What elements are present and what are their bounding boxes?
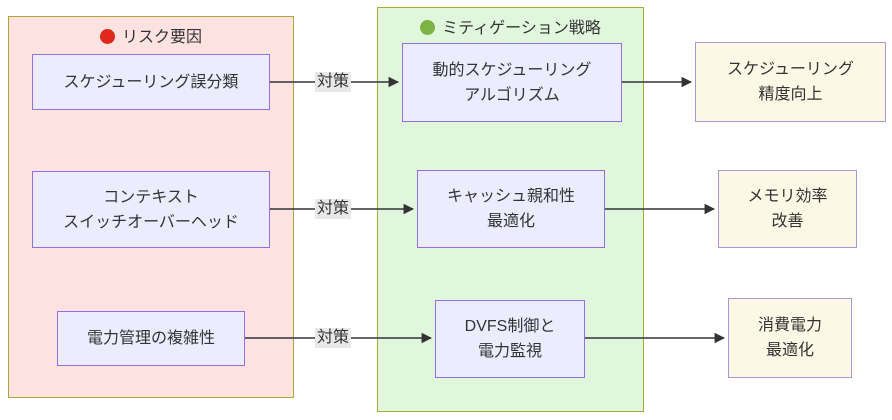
- risk-group-label: リスク要因: [121, 29, 202, 46]
- edge-label-taisaku-2: 対策: [314, 199, 352, 219]
- risk-group-title: リスク要因: [9, 23, 293, 47]
- node-dvfs-control-power-monitoring: DVFS制御と 電力監視: [435, 300, 585, 378]
- node-power-management-complexity: 電力管理の複雑性: [57, 311, 245, 366]
- node-power-consumption-optimization: 消費電力 最適化: [728, 298, 852, 378]
- edge-label-taisaku-3: 対策: [314, 328, 352, 348]
- node-dynamic-scheduling-algorithm: 動的スケジューリング アルゴリズム: [402, 43, 622, 122]
- mitigation-group-label: ミティゲーション戦略: [442, 20, 601, 37]
- node-cache-affinity-optimization: キャッシュ親和性 最適化: [417, 170, 605, 248]
- node-context-switch-overhead: コンテキスト スイッチオーバーヘッド: [32, 171, 270, 248]
- node-memory-efficiency-improvement: メモリ効率 改善: [718, 170, 857, 248]
- node-scheduling-accuracy-improvement: スケジューリング 精度向上: [695, 42, 886, 122]
- mitigation-group-title: ミティゲーション戦略: [378, 14, 643, 38]
- edge-label-taisaku-1: 対策: [314, 72, 352, 92]
- red-dot-icon: [99, 29, 115, 44]
- node-scheduling-misclassification: スケジューリング誤分類: [32, 54, 270, 110]
- green-dot-icon: [420, 20, 436, 35]
